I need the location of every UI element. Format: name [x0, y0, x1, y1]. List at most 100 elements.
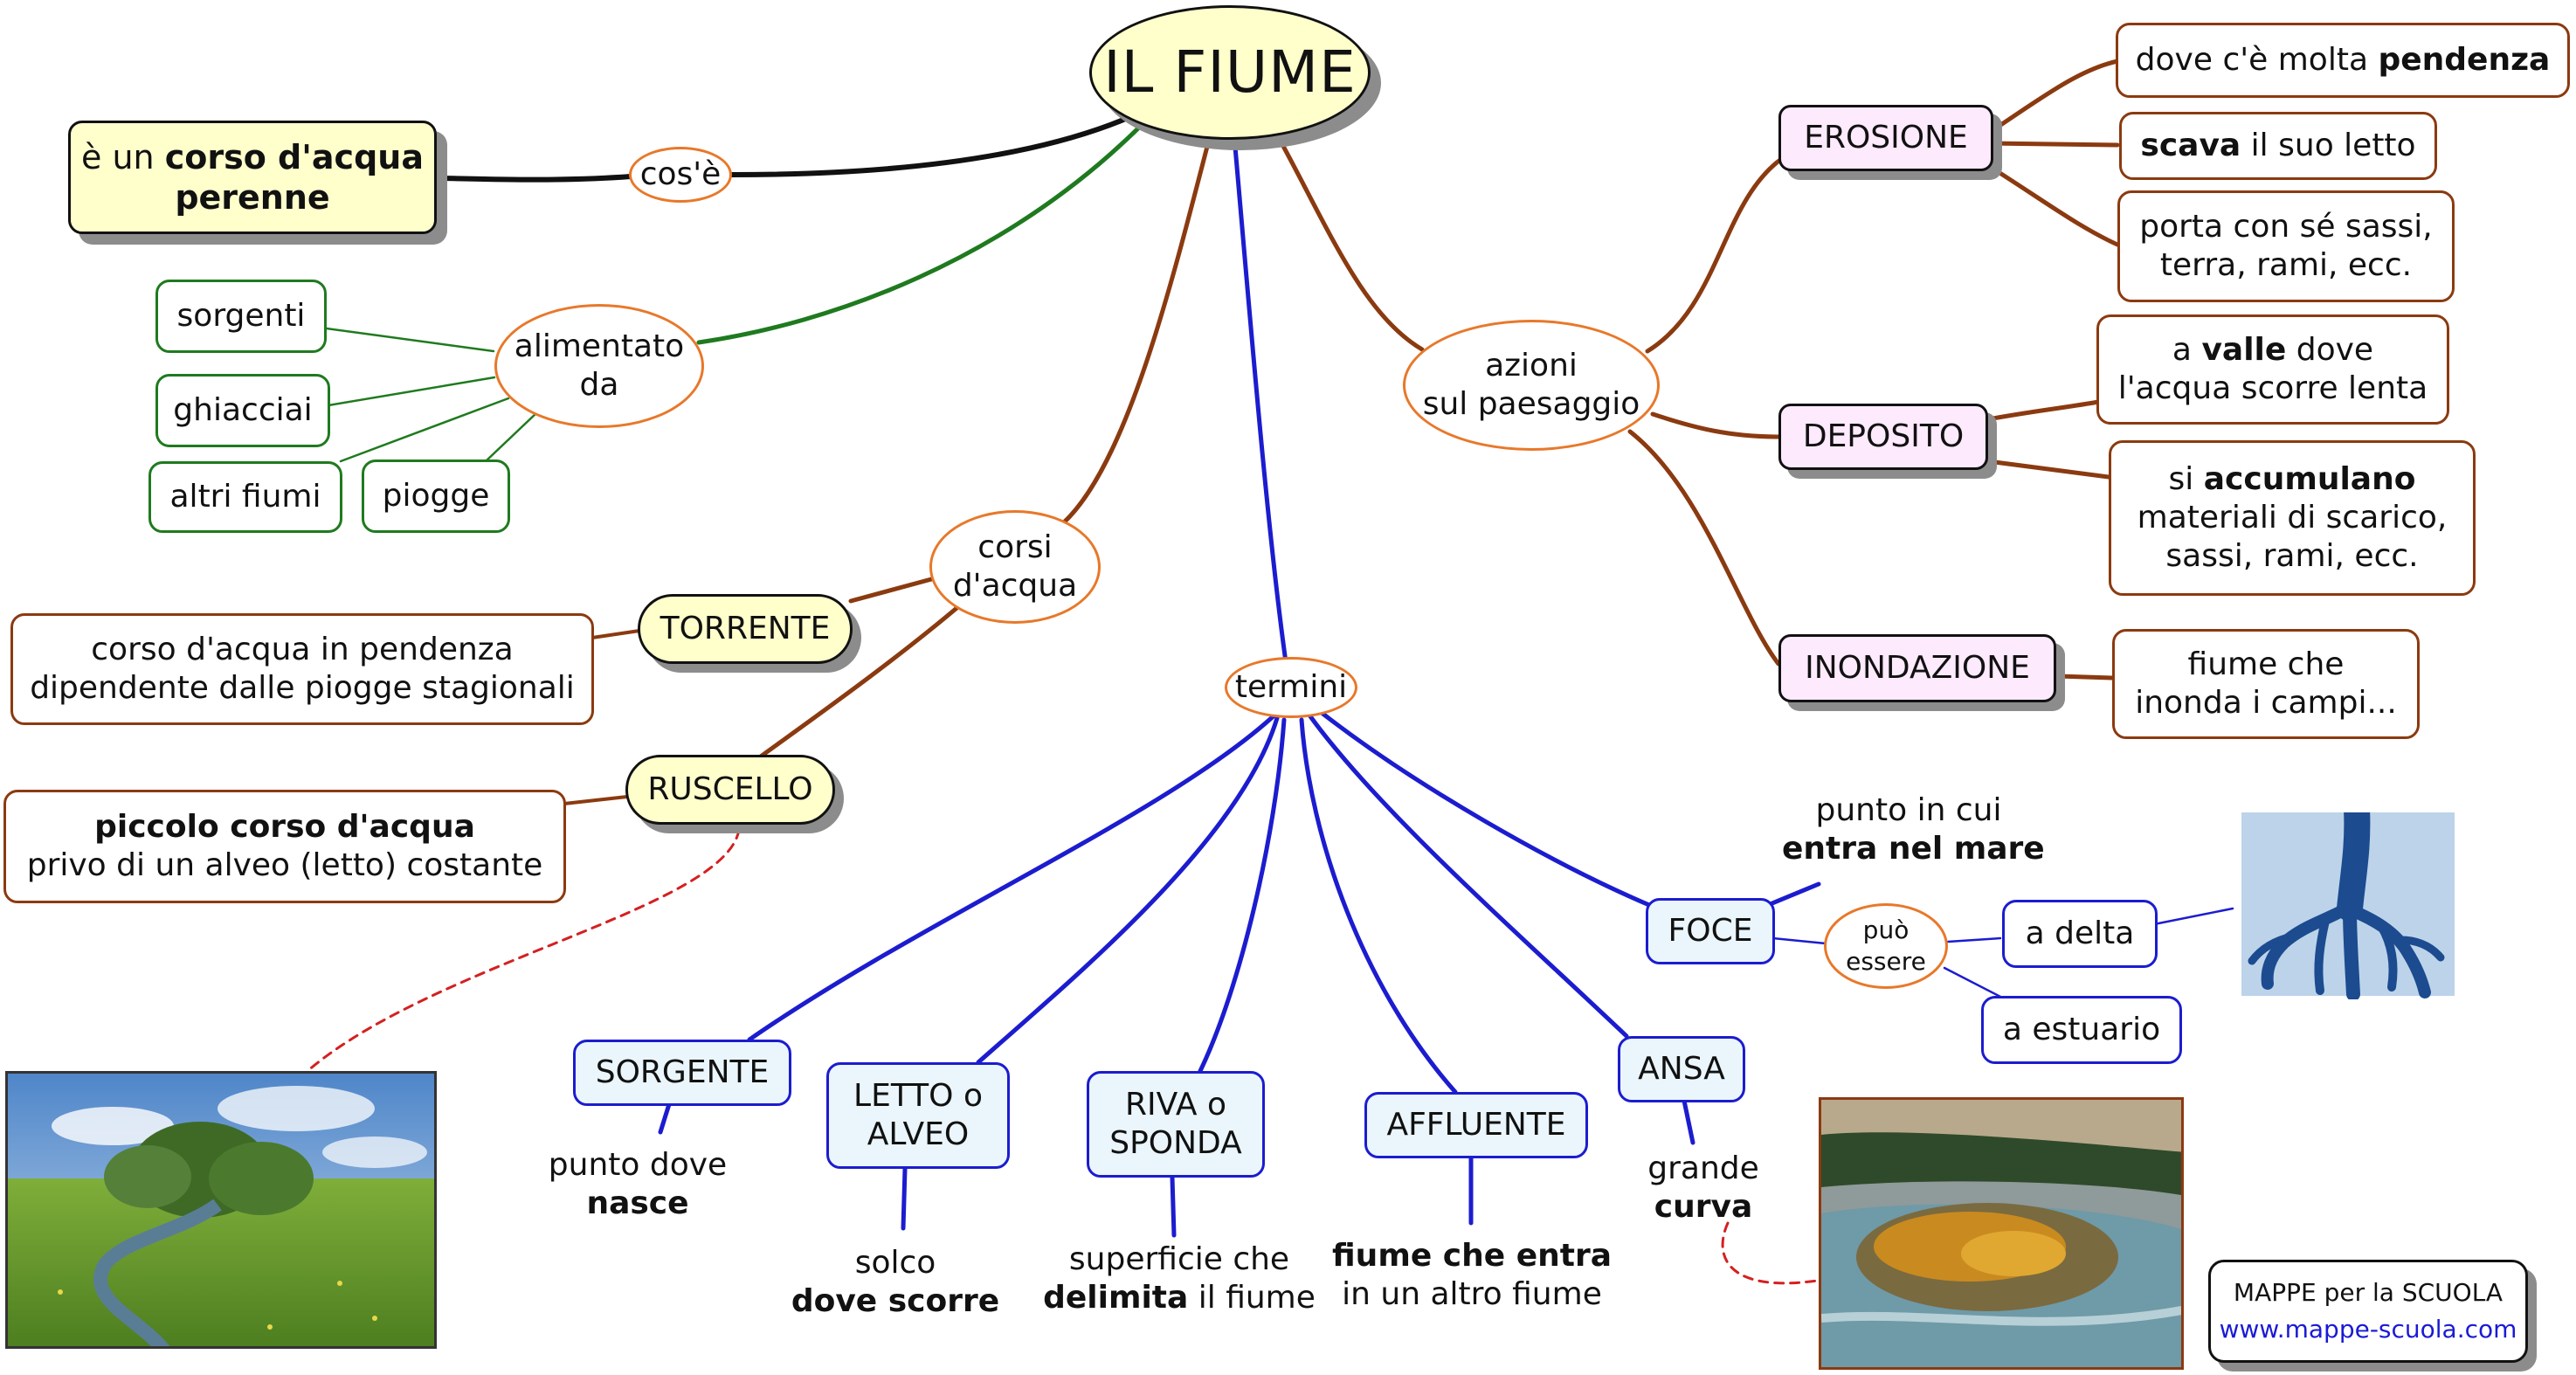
link-alimentato-altrifiumi	[339, 397, 510, 463]
deposito-b-pre: si	[2168, 461, 2204, 497]
azioni-line2: sul paesaggio	[1422, 386, 1640, 422]
deposito-a-post: dove	[2286, 332, 2374, 368]
link-title-corsi	[1061, 137, 1212, 525]
alimentato-item-piogge: piogge	[362, 459, 510, 533]
deposito-b-line2: materiali di scarico,	[2137, 500, 2448, 535]
link-erosione-a	[1989, 59, 2120, 134]
ruscello-definition: piccolo corso d'acqua privo di un alveo …	[3, 790, 566, 903]
link-sorgente-desc	[658, 1102, 672, 1135]
cose-def-bold2: perenne	[175, 178, 330, 217]
inondazione-definition: fiume che inonda i campi...	[2112, 629, 2420, 739]
letto-description: solco dove scorre	[786, 1244, 1005, 1321]
link-termini-ansa	[1308, 714, 1629, 1039]
link-termini-letto	[976, 715, 1280, 1065]
affluente-desc-line2: in un altro fiume	[1342, 1276, 1602, 1312]
alimentato-node: alimentato da	[494, 304, 704, 428]
foce-node: FOCE	[1646, 898, 1775, 964]
link-title-cose	[729, 113, 1136, 177]
alimentato-line2: da	[579, 367, 619, 403]
puo-essere-node: può essere	[1824, 903, 1948, 989]
alimentato-item-altri-fiumi: altri fiumi	[148, 461, 342, 533]
ansa-node: ANSA	[1618, 1036, 1745, 1102]
link-title-alimentato	[696, 120, 1147, 345]
deposito-a-bold: valle	[2201, 332, 2287, 368]
letto-desc-bold: dove scorre	[791, 1283, 1000, 1319]
inondazione-line1: fiume che	[2187, 646, 2345, 682]
ansa-photo	[1819, 1097, 2184, 1370]
cose-def-bold1: corso d'acqua	[164, 138, 424, 176]
link-azioni-deposito	[1650, 411, 1781, 439]
torrente-def-line1: corso d'acqua in pendenza	[91, 632, 514, 667]
link-title-termini	[1233, 144, 1288, 665]
link-azioni-inondazione	[1627, 429, 1781, 667]
ruscello-def-bold: piccolo corso d'acqua	[94, 809, 475, 845]
credit-line1: MAPPE per la SCUOLA	[2233, 1278, 2503, 1307]
ansa-desc-bold: curva	[1654, 1189, 1753, 1225]
delta-diagram-image	[2241, 812, 2455, 999]
credit-url[interactable]: www.mappe-scuola.com	[2219, 1315, 2517, 1344]
riva-desc-post: il fiume	[1188, 1280, 1316, 1316]
link-termini-sorgente	[747, 710, 1280, 1042]
link-ruscello-def	[563, 795, 629, 805]
cose-def-pre: è un	[81, 138, 165, 176]
letto-line2: ALVEO	[867, 1116, 970, 1152]
deposito-node: DEPOSITO	[1778, 404, 1988, 470]
riva-sponda-node: RIVA o SPONDA	[1087, 1071, 1265, 1178]
ansa-description: grande curva	[1633, 1150, 1773, 1226]
puo-line2: essere	[1846, 947, 1926, 976]
link-ruscello-photo	[306, 828, 741, 1073]
link-termini-affluente	[1299, 717, 1458, 1095]
affluente-desc-bold: fiume che entra	[1332, 1238, 1612, 1274]
erosione-node: EROSIONE	[1778, 105, 1993, 171]
termini-node: termini	[1225, 657, 1357, 718]
sorgente-desc-bold: nasce	[586, 1185, 689, 1221]
riva-desc-line1: superficie che	[1068, 1241, 1290, 1277]
foce-desc-line1: punto in cui	[1815, 792, 2002, 828]
torrente-def-line2: dipendente dalle piogge stagionali	[30, 670, 575, 706]
inondazione-line2: inonda i campi...	[2135, 685, 2397, 721]
corsi-line2: d'acqua	[952, 568, 1078, 604]
erosione-a-bold: pendenza	[2378, 42, 2551, 78]
foce-description: punto in cui entra nel mare	[1782, 791, 2045, 868]
erosione-item-scava: scava il suo letto	[2119, 112, 2437, 180]
affluente-node: AFFLUENTE	[1364, 1092, 1588, 1158]
link-erosione-b	[1989, 141, 2120, 148]
erosione-item-pendenza: dove c'è molta pendenza	[2116, 23, 2570, 98]
deposito-item-accumulano: si accumulano materiali di scarico, sass…	[2109, 440, 2476, 596]
corsi-node: corsi d'acqua	[929, 510, 1101, 624]
link-delta-image	[2152, 907, 2234, 926]
ruscello-node: RUSCELLO	[625, 755, 835, 825]
cose-definition: è un corso d'acqua perenne	[68, 121, 437, 234]
link-alimentato-sorgenti	[325, 327, 495, 353]
ruscello-def-line2: privo di un alveo (letto) costante	[26, 847, 543, 883]
credit-box: MAPPE per la SCUOLA www.mappe-scuola.com	[2208, 1260, 2528, 1363]
alimentato-line1: alimentato	[514, 328, 685, 364]
estuario-node: a estuario	[1981, 996, 2182, 1064]
deposito-b-line3: sassi, rami, ecc.	[2165, 538, 2419, 574]
link-corsi-ruscello	[756, 602, 963, 761]
affluente-description: fiume che entra in un altro fiume	[1328, 1237, 1616, 1314]
deposito-item-valle: a valle dove l'acqua scorre lenta	[2096, 314, 2449, 425]
map-title: IL FIUME	[1089, 5, 1371, 140]
link-title-azioni	[1276, 135, 1425, 352]
erosione-item-porta: porta con sé sassi, terra, rami, ecc.	[2117, 190, 2455, 302]
deposito-a-line2: l'acqua scorre lenta	[2117, 370, 2428, 406]
link-alimentato-ghiacciai	[327, 376, 496, 407]
torrente-node: TORRENTE	[638, 594, 853, 664]
cose-node: cos'è	[629, 147, 732, 203]
erosione-c-line2: terra, rami, ecc.	[2159, 247, 2413, 283]
erosione-b-bold: scava	[2140, 128, 2241, 163]
delta-node: a delta	[2002, 900, 2158, 968]
erosione-a-pre: dove c'è molta	[2135, 42, 2379, 78]
sorgente-desc-line1: punto dove	[548, 1147, 728, 1183]
riva-description: superficie che delimita il fiume	[1031, 1240, 1328, 1317]
link-erosione-c	[1989, 165, 2120, 247]
link-letto-desc	[901, 1166, 908, 1231]
sorgente-node: SORGENTE	[573, 1040, 791, 1106]
erosione-b-post: il suo letto	[2241, 128, 2416, 163]
letto-alveo-node: LETTO o ALVEO	[826, 1062, 1010, 1169]
riva-line1: RIVA o	[1124, 1087, 1227, 1123]
deposito-a-pre: a	[2172, 332, 2202, 368]
link-ansa-desc	[1682, 1098, 1695, 1145]
link-foce-desc	[1765, 881, 1821, 908]
